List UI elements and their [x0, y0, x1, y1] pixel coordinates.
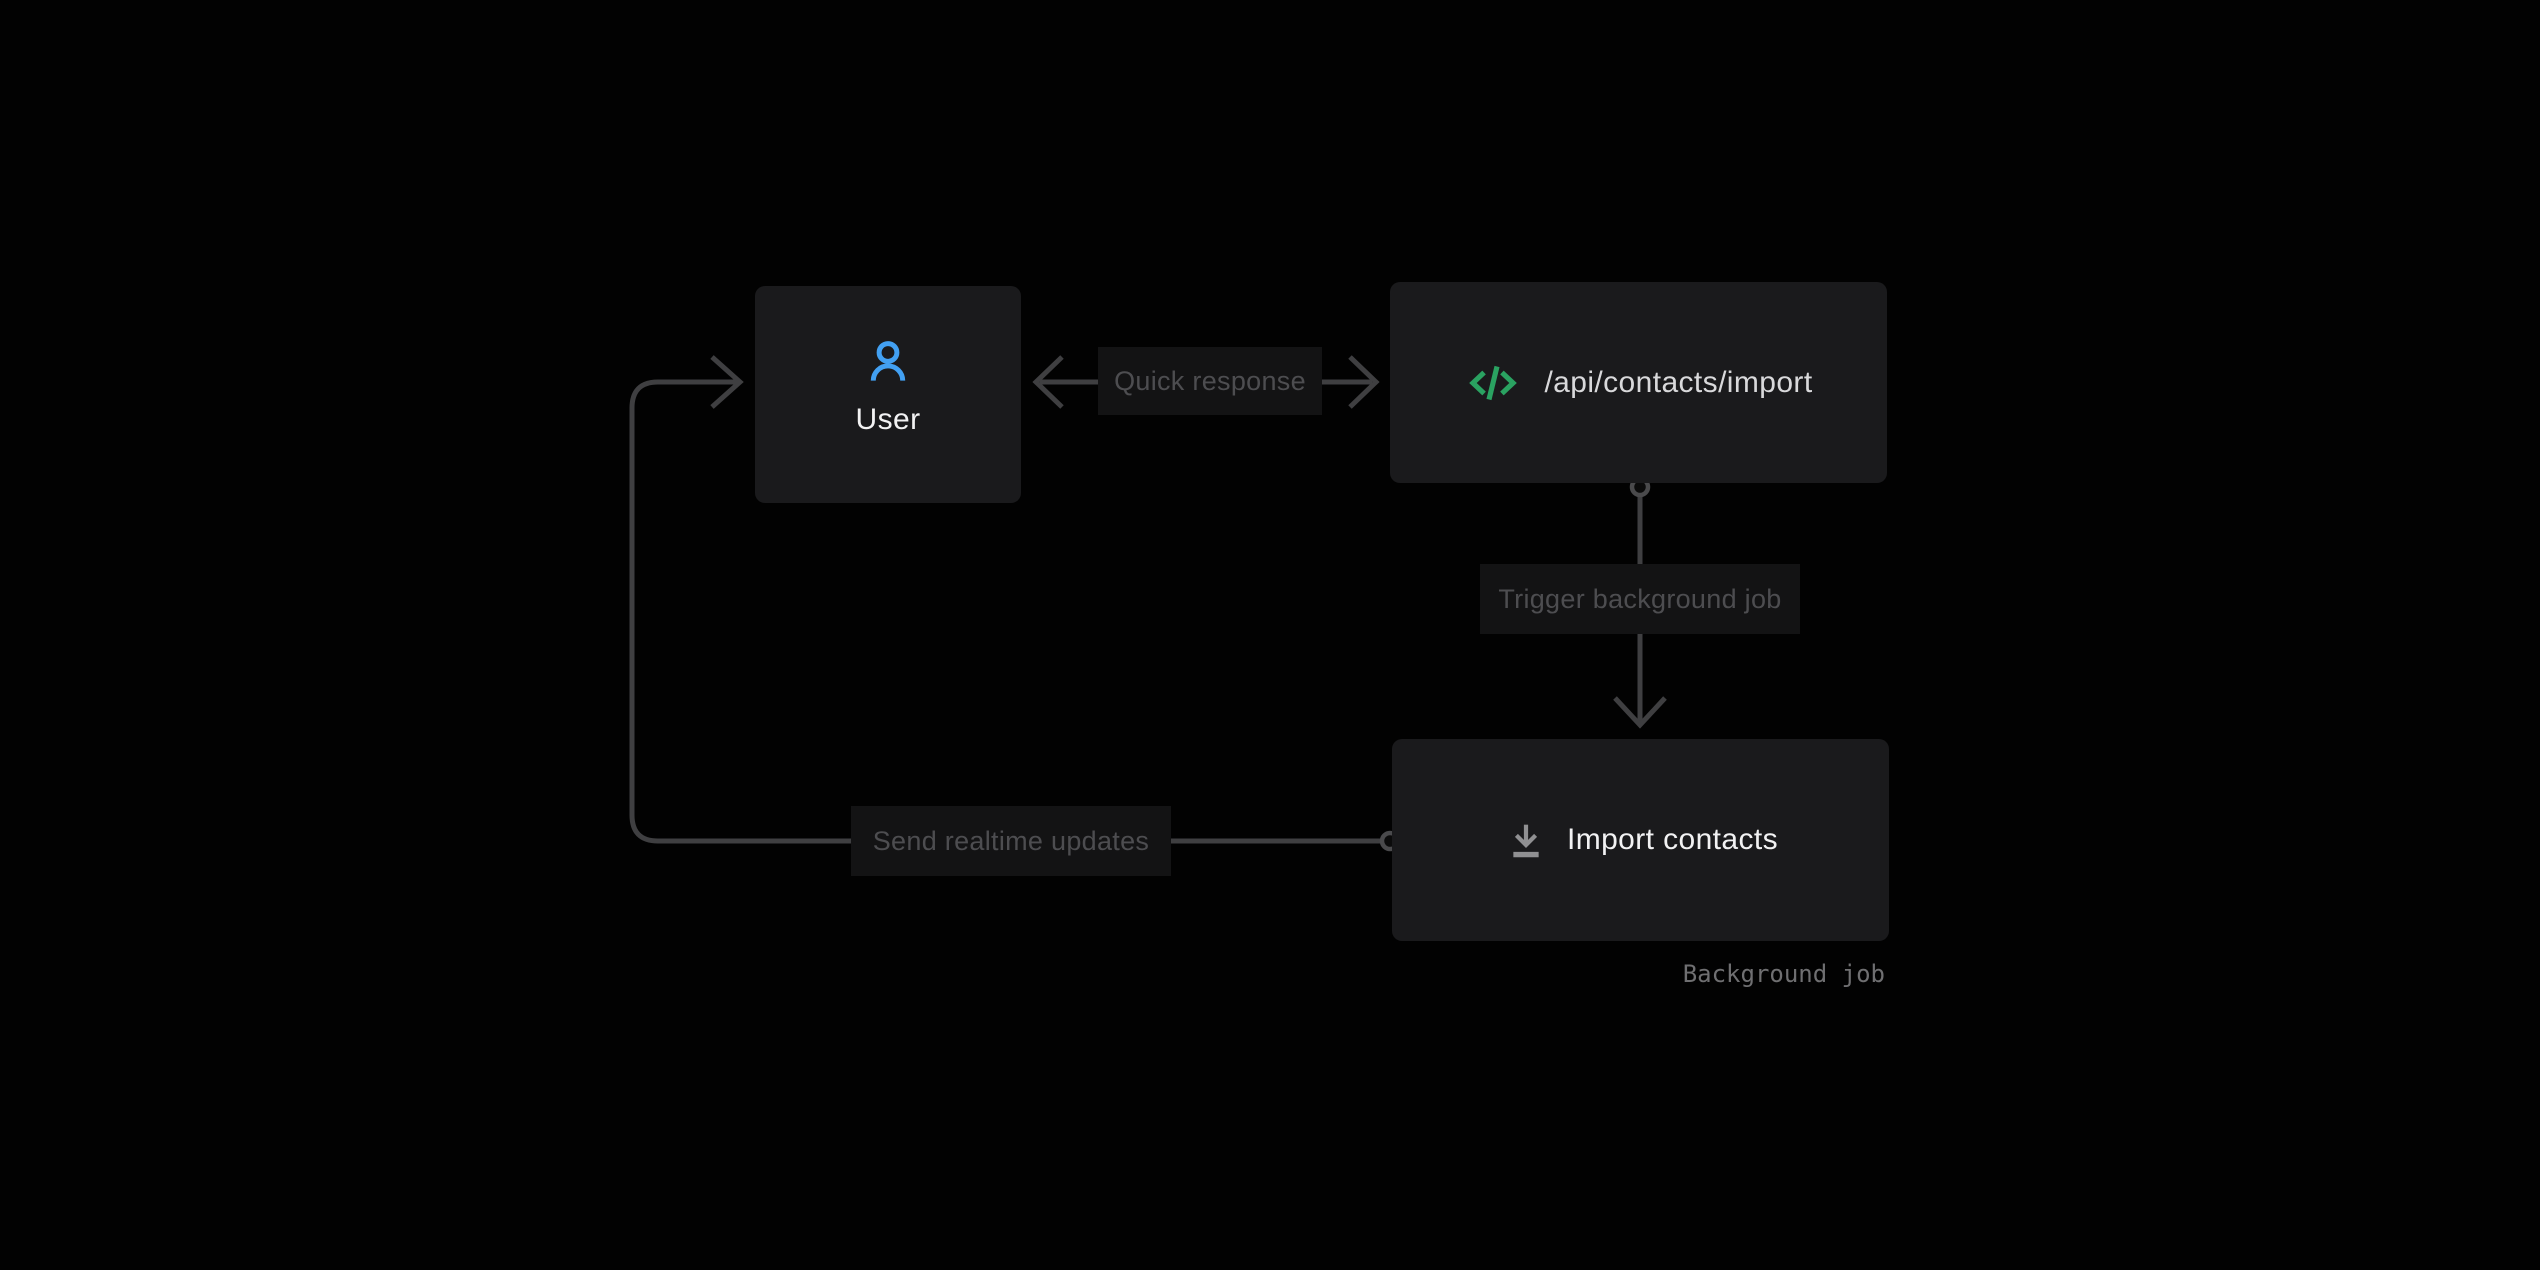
- node-import-job[interactable]: Import contacts: [1392, 739, 1889, 941]
- edge-quick-response: [1032, 355, 1380, 409]
- user-icon: [870, 341, 906, 381]
- edge-label-quick-response[interactable]: Quick response: [1098, 347, 1322, 415]
- arrowhead-into-user: [710, 355, 744, 409]
- node-user-label: User: [855, 403, 921, 436]
- arrowhead-toward-api: [1348, 355, 1380, 409]
- node-api-endpoint[interactable]: /api/contacts/import: [1390, 282, 1887, 483]
- node-user[interactable]: User: [755, 286, 1021, 503]
- import-job-caption: Background job: [1682, 960, 1885, 988]
- code-icon: [1469, 365, 1518, 400]
- arrowhead-into-import: [1613, 696, 1667, 729]
- download-icon: [1513, 824, 1539, 858]
- edge-label-realtime-updates[interactable]: Send realtime updates: [851, 806, 1171, 876]
- edge-label-trigger-job[interactable]: Trigger background job: [1480, 564, 1800, 634]
- node-import-job-label: Import contacts: [1566, 823, 1779, 856]
- edge-realtime-updates-line: [629, 379, 1384, 844]
- arrowhead-toward-user: [1032, 355, 1064, 409]
- node-api-endpoint-label: /api/contacts/import: [1544, 365, 1813, 399]
